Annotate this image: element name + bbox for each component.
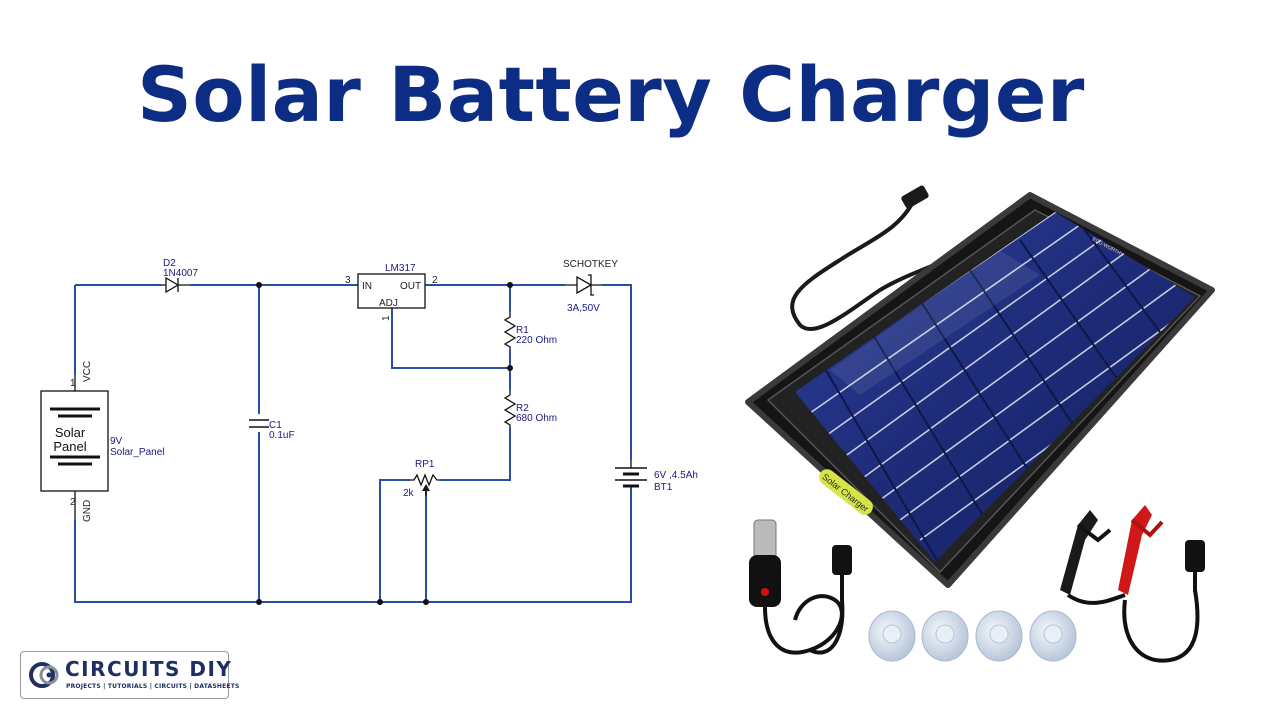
c1-value: 0.1uF (269, 430, 295, 441)
circuits-diy-logo-icon (29, 662, 59, 688)
gnd-label: GND (82, 500, 93, 522)
capacitor-c1: C1 0.1uF (249, 419, 295, 441)
solar-panel-pin1: 1 (70, 378, 76, 389)
potentiometer-rp1: RP1 2k (403, 459, 440, 499)
r2-ref: R2 (516, 403, 529, 414)
solar-panel-pin2: 2 (70, 497, 76, 508)
lm317-pin-out: OUT (400, 281, 421, 292)
battery-bt1: 6V ,4.5Ah BT1 (615, 460, 698, 493)
resistor-r1: R1 220 Ohm (503, 312, 557, 350)
solar-panel-label-1: Solar (55, 425, 86, 440)
battery-value: 6V ,4.5Ah (654, 470, 698, 481)
lm317-pin2: 2 (432, 275, 438, 286)
schottky-ref: SCHOTKEY (563, 259, 618, 270)
circuit-schematic: Solar Panel 1 2 VCC GND 9V Solar_Panel D… (40, 258, 698, 605)
lm317-ref: LM317 (385, 263, 416, 274)
lm317-pin-adj: ADJ (379, 298, 398, 309)
solar-panel-label-2: Panel (53, 439, 86, 454)
lm317-pin1: 1 (381, 315, 392, 321)
resistor-r2: R2 680 Ohm (503, 390, 557, 428)
lm317-regulator: LM317 IN OUT ADJ 3 2 1 (345, 263, 438, 321)
battery-ref: BT1 (654, 482, 673, 493)
d2-ref: D2 (163, 258, 176, 269)
rp1-value: 2k (403, 488, 415, 499)
solar-panel-part: Solar_Panel (110, 447, 164, 458)
junction-dots (256, 282, 513, 605)
schottky-value: 3A,50V (567, 303, 600, 314)
alligator-clamps (1060, 505, 1205, 663)
circuits-diy-logo[interactable]: CIRCUITS DIY PROJECTS | TUTORIALS | CIRC… (20, 651, 239, 699)
d2-value: 1N4007 (163, 268, 198, 279)
rp1-ref: RP1 (415, 459, 435, 470)
logo-name: CIRCUITS DIY (65, 657, 233, 681)
vcc-label: VCC (82, 361, 93, 382)
solar-panel-symbol: Solar Panel 1 2 VCC GND 9V Solar_Panel (40, 361, 164, 522)
c1-ref: C1 (269, 420, 282, 431)
panel-cable (790, 185, 942, 332)
page-title: Solar Battery Charger (137, 50, 1085, 139)
r1-value: 220 Ohm (516, 335, 557, 346)
logo-tagline: PROJECTS | TUTORIALS | CIRCUITS | DATASH… (66, 683, 240, 690)
cigarette-lighter-plug (749, 519, 852, 655)
schottky-diode: SCHOTKEY 3A,50V (563, 259, 618, 314)
solar-panel-voltage: 9V (110, 436, 123, 447)
lm317-pin3: 3 (345, 275, 351, 286)
r1-ref: R1 (516, 325, 529, 336)
diode-d2: D2 1N4007 (162, 258, 198, 294)
suction-cups (868, 610, 1077, 662)
lm317-pin-in: IN (362, 281, 372, 292)
r2-value: 680 Ohm (516, 413, 557, 424)
